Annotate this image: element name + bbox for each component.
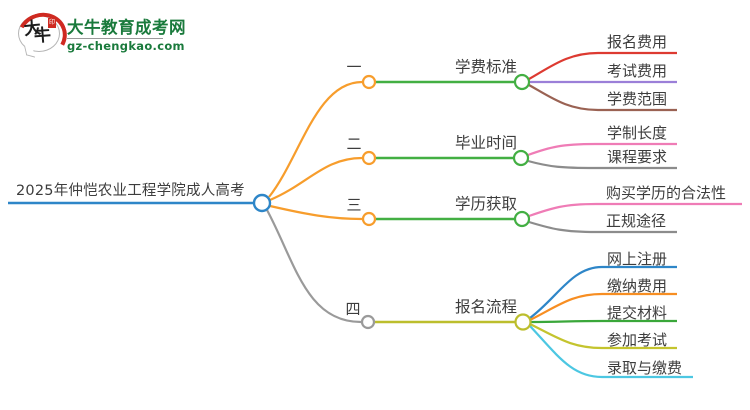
leaf-label: 录取与缴费 — [607, 359, 683, 377]
branch-2-node-circle — [512, 149, 530, 167]
leaf-label: 提交材料 — [607, 304, 668, 322]
branch-3-connector — [269, 204, 363, 221]
branch-1-index-label: 一 — [346, 58, 362, 76]
branch-1-node-circle — [513, 73, 531, 91]
branch-2-node-label: 毕业时间 — [454, 134, 517, 152]
branch-4-node-circle — [514, 313, 532, 331]
site-name: 大牛教育成考网 — [67, 18, 186, 37]
branch-3-index-circle — [361, 211, 377, 227]
root-topic-label: 2025年仲恺农业工程学院成人高考 — [16, 183, 245, 199]
branch-4-child-3-line — [530, 319, 677, 324]
leaf-label: 正规途径 — [606, 212, 667, 230]
logo-seal-icon: 印 — [48, 18, 56, 28]
branch-4-child-1-line — [529, 265, 677, 319]
branch-3-node-label: 学历获取 — [454, 195, 517, 213]
branch-4-child-2-line — [529, 292, 677, 321]
branch-2-child-1-line — [527, 142, 677, 157]
branch-4-child-5-line — [529, 325, 693, 379]
branch-4-node-label: 报名流程 — [454, 298, 517, 316]
branch-3-child-2-line — [528, 220, 677, 234]
branch-1-child-1-line — [528, 51, 677, 80]
leaf-label: 课程要求 — [607, 148, 668, 166]
branch-4-index-circle — [360, 314, 376, 330]
branch-1-child-3-line — [528, 84, 677, 112]
leaf-label: 考试费用 — [607, 62, 668, 80]
root-node-circle — [252, 193, 272, 213]
branch-2-connector — [269, 156, 363, 202]
logo-divider — [67, 38, 163, 39]
branch-4-index-label: 四 — [345, 300, 361, 318]
site-logo: 大 牛 印 大牛教育成考网 gz-chengkao.com — [11, 6, 186, 66]
branch-3-node-circle — [513, 210, 531, 228]
leaf-label: 购买学历的合法性 — [606, 184, 727, 202]
logo-bubble-icon: 大 牛 印 — [11, 6, 73, 66]
branch-4-connector — [266, 209, 362, 324]
branch-3-index-label: 三 — [346, 196, 362, 214]
branch-1-node-label: 学费标准 — [454, 58, 517, 76]
branch-1-connector — [268, 80, 363, 198]
branch-3-child-1-line — [528, 202, 742, 218]
leaf-label: 参加考试 — [607, 331, 668, 349]
leaf-label: 学制长度 — [607, 124, 668, 142]
logo-char-2: 牛 — [33, 25, 52, 47]
logo-text-block: 大牛教育成考网 gz-chengkao.com — [67, 13, 186, 53]
branch-2-index-circle — [361, 150, 377, 166]
leaf-label: 报名费用 — [607, 33, 668, 51]
leaf-label: 网上注册 — [607, 250, 668, 268]
branch-1-index-circle — [361, 74, 377, 90]
branch-4-child-4-line — [529, 323, 677, 350]
branch-2-index-label: 二 — [346, 135, 362, 153]
leaf-label: 缴纳费用 — [607, 277, 668, 295]
leaf-label: 学费范围 — [607, 90, 668, 108]
branch-2-child-2-line — [527, 159, 677, 170]
site-domain: gz-chengkao.com — [67, 39, 185, 53]
